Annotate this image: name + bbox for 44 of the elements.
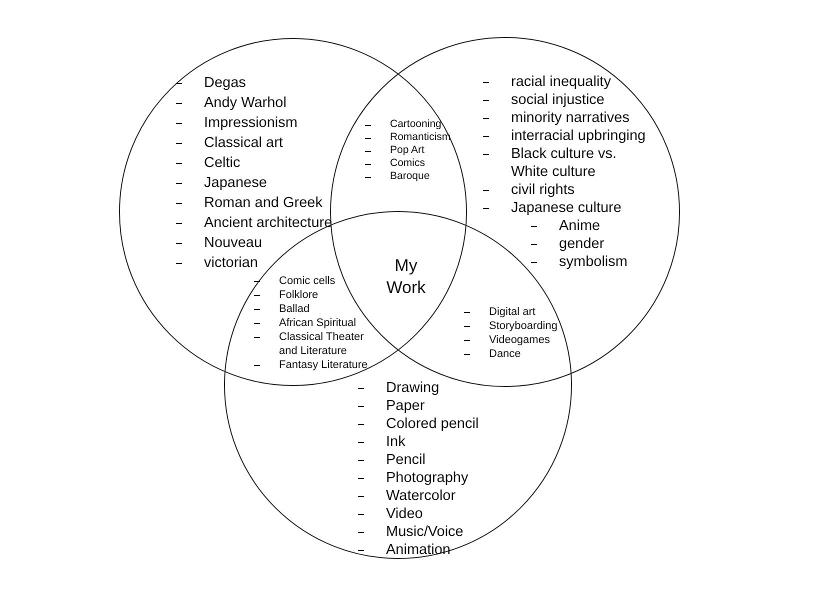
list-item: Impressionism — [204, 114, 298, 133]
list-item: Video — [386, 505, 424, 523]
list-item: Baroque — [390, 170, 431, 183]
list-item: Cartooning — [390, 118, 442, 131]
list-item: civil rights — [511, 181, 576, 199]
list-item: Paper — [386, 397, 426, 415]
list-item: Videogames — [489, 333, 551, 347]
list-item: African Spiritual — [279, 316, 358, 330]
list-item: Dance — [489, 347, 522, 361]
list-item: Andy Warhol — [204, 94, 288, 113]
list-item: Pencil — [386, 451, 426, 469]
list-item: Colored pencil — [386, 415, 480, 433]
list-item: social injustice — [511, 91, 606, 109]
list-item: Comic cells — [279, 274, 336, 288]
list-item: Anime — [559, 217, 602, 235]
list-item: Ink — [386, 433, 406, 451]
list-item: Japanese — [204, 174, 268, 193]
list-item: symbolism — [559, 253, 628, 271]
list-item: gender — [559, 235, 606, 253]
list-item: Music/Voice — [386, 523, 464, 541]
list-item: Degas — [204, 74, 247, 93]
list-item: Comics — [390, 157, 426, 170]
list-item: minority narratives — [511, 109, 630, 127]
list-item: Animation — [386, 541, 452, 559]
list-item: Romanticism — [390, 131, 452, 144]
list-item: Classical Theater and Literature — [279, 330, 365, 358]
list-item: victorian — [204, 254, 259, 273]
list-item: Roman and Greek — [204, 194, 324, 213]
list-item: Classical art — [204, 134, 284, 153]
list-item: Celtic — [204, 154, 242, 173]
list-item: Drawing — [386, 379, 440, 397]
center-label: My Work — [385, 255, 427, 299]
list-item: Storyboarding — [489, 319, 558, 333]
list-item: Folklore — [279, 288, 320, 302]
list-item: Digital art — [489, 305, 536, 319]
list-item: Ballad — [279, 302, 311, 316]
list-item: Fantasy Literature — [279, 358, 369, 372]
list-item: Watercolor — [386, 487, 457, 505]
list-item: Photography — [386, 469, 470, 487]
list-item: Nouveau — [204, 234, 264, 253]
list-item: interracial upbringing — [511, 127, 647, 145]
list-item: Pop Art — [390, 144, 426, 157]
list-item: racial inequality — [511, 73, 612, 91]
list-item: Japanese culture — [511, 199, 622, 217]
